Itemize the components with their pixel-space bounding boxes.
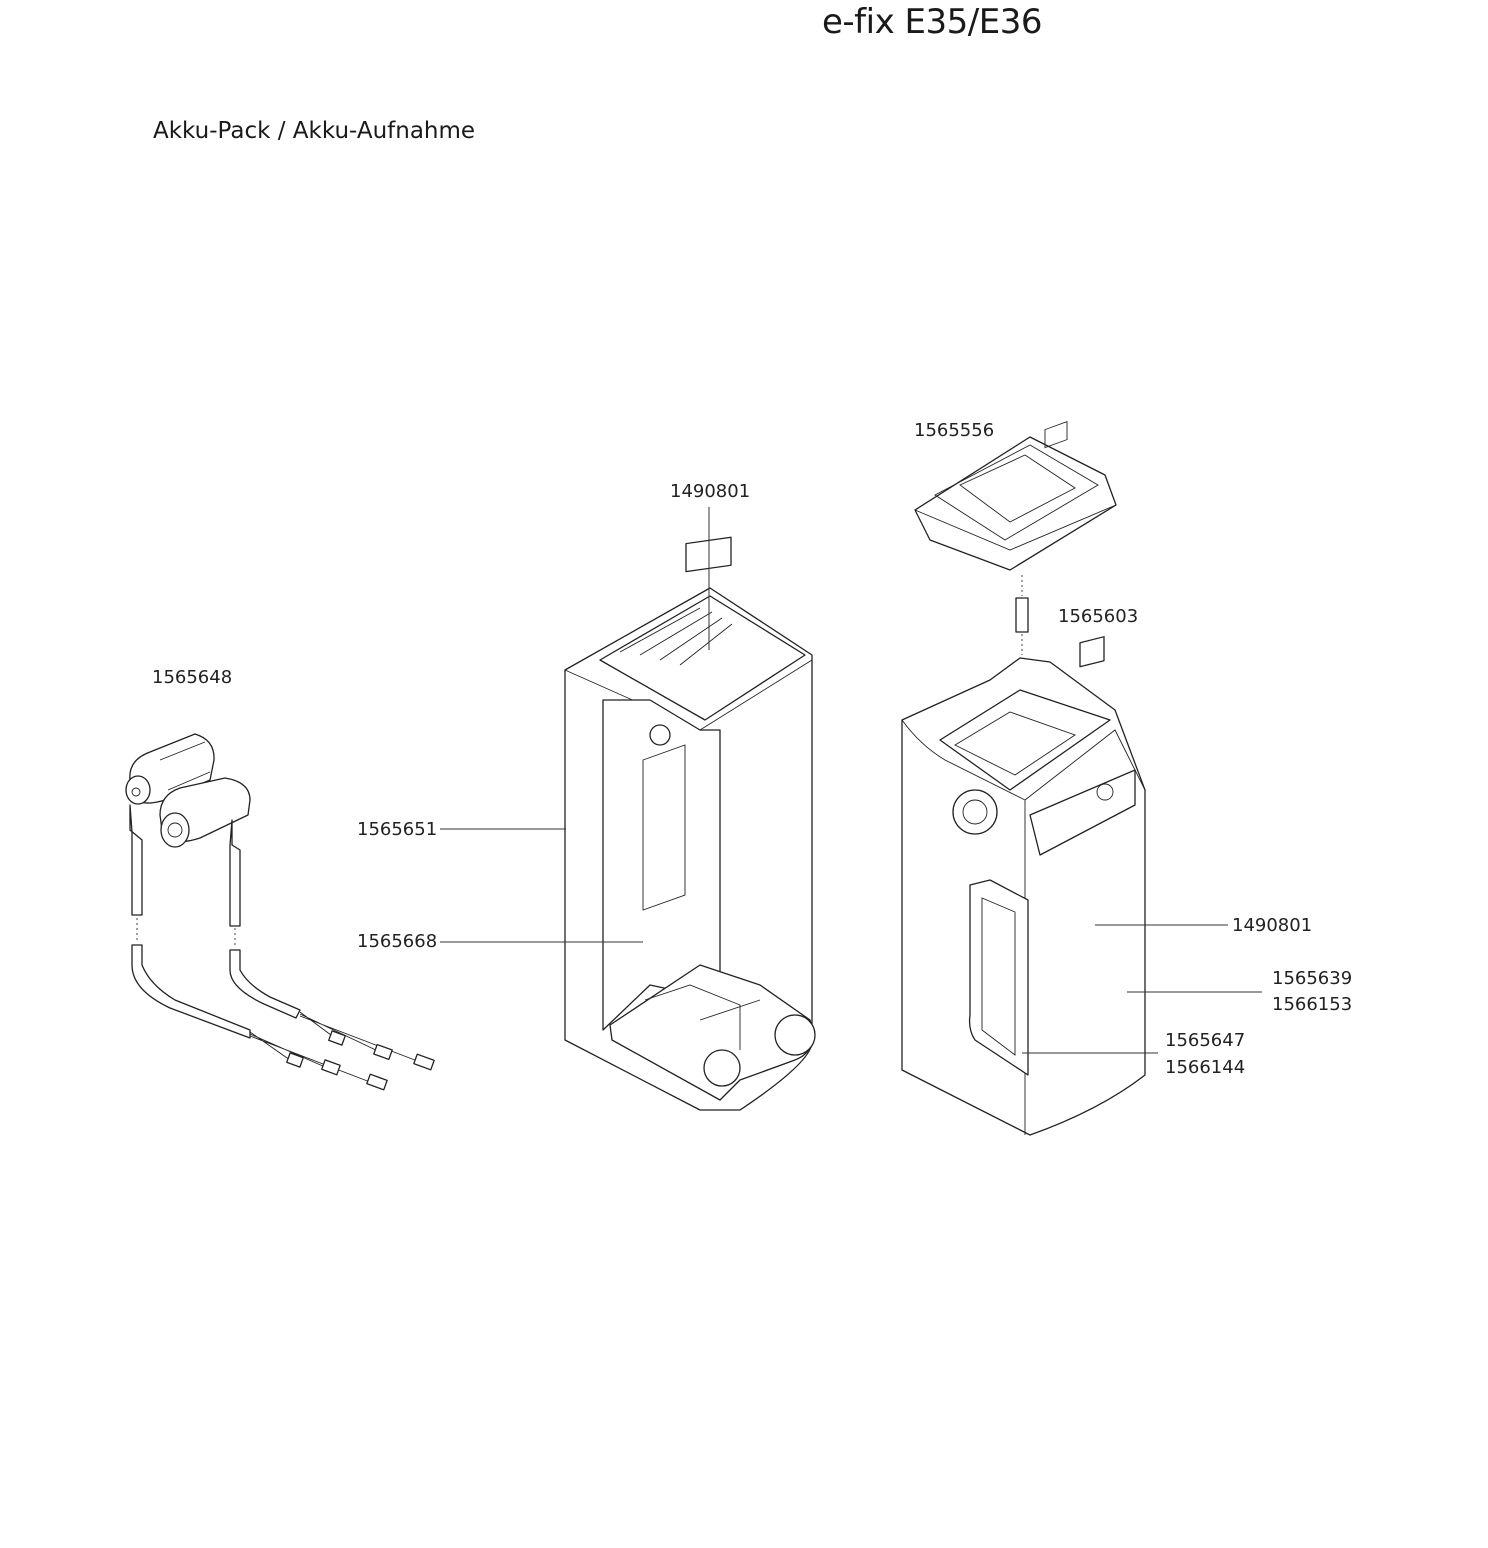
battery-cover-drawing [914, 436, 1117, 571]
part-label-spring: 1565603 [1058, 606, 1138, 627]
leader-lines [440, 507, 1262, 1054]
part-label-plug-cover: 1490801 [670, 481, 750, 502]
part-label-battery-b2: 1566144 [1165, 1057, 1245, 1078]
part-label-holder: 1565651 [357, 819, 437, 840]
cable-set-drawing [125, 733, 435, 1091]
part-label-battery-b1: 1565647 [1165, 1030, 1245, 1051]
page-title: e-fix E35/E36 [822, 2, 1042, 42]
part-label-cover: 1565556 [914, 420, 994, 441]
section-subtitle: Akku-Pack / Akku-Aufnahme [153, 118, 476, 144]
part-label-battery-a1: 1565639 [1272, 968, 1352, 989]
battery-pack-drawing [901, 421, 1146, 1136]
part-label-battery-a2: 1566153 [1272, 994, 1352, 1015]
battery-holder-drawing [564, 536, 816, 1111]
spring-drawing [1015, 575, 1029, 655]
part-label-cable-set: 1565648 [152, 667, 232, 688]
part-label-holder-inner: 1565668 [357, 931, 437, 952]
part-label-battery-label: 1490801 [1232, 915, 1312, 936]
